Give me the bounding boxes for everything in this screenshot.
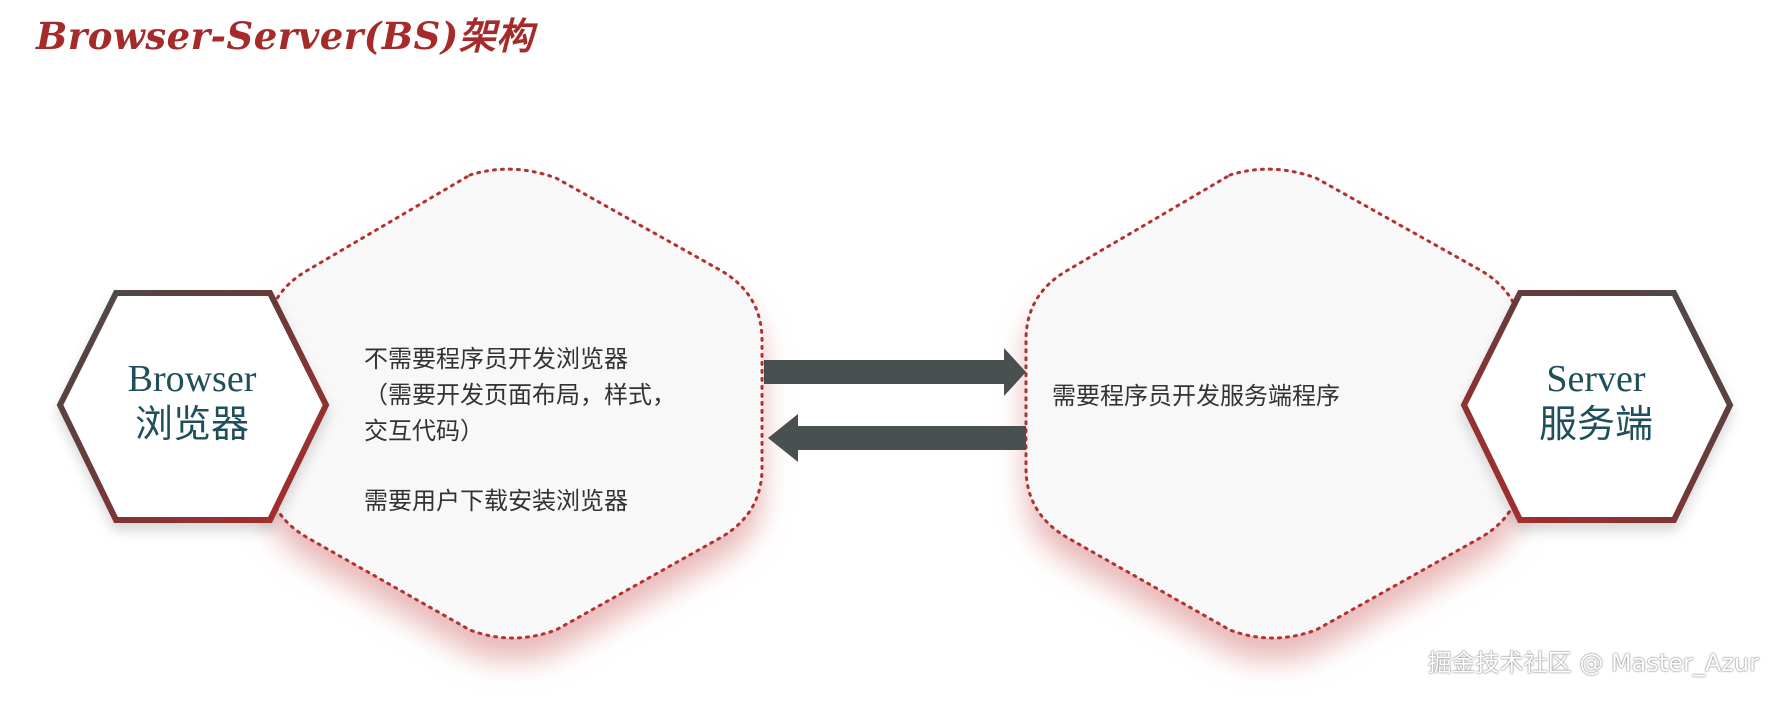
arrow-left-icon	[768, 414, 1026, 462]
browser-description: 不需要程序员开发浏览器 （需要开发页面布局，样式， 交互代码） 需要用户下载安装…	[364, 341, 676, 519]
server-description-area	[1024, 167, 1524, 640]
server-label-en: Server	[1546, 358, 1646, 400]
arrow-right-icon	[764, 348, 1026, 396]
server-description: 需要程序员开发服务端程序	[1052, 382, 1340, 410]
server-label-cn: 服务端	[1538, 404, 1653, 446]
browser-desc-line: 交互代码）	[364, 417, 484, 445]
server-hexagon	[1460, 290, 1734, 523]
browser-label-cn: 浏览器	[134, 404, 249, 446]
browser-description-area	[264, 167, 764, 640]
browser-label-en: Browser	[127, 358, 257, 400]
browser-desc-line: （需要开发页面布局，样式，	[364, 381, 676, 409]
browser-desc-line: 不需要程序员开发浏览器	[364, 345, 628, 373]
page-title: Browser-Server(BS)架构	[36, 14, 534, 58]
browser-desc-extra: 需要用户下载安装浏览器	[364, 487, 628, 515]
server-label: Server 服务端	[1496, 356, 1696, 448]
browser-hexagon	[56, 290, 330, 523]
browser-label: Browser 浏览器	[92, 356, 292, 448]
watermark: 掘金技术社区 @ Master_Azur	[1427, 649, 1759, 677]
